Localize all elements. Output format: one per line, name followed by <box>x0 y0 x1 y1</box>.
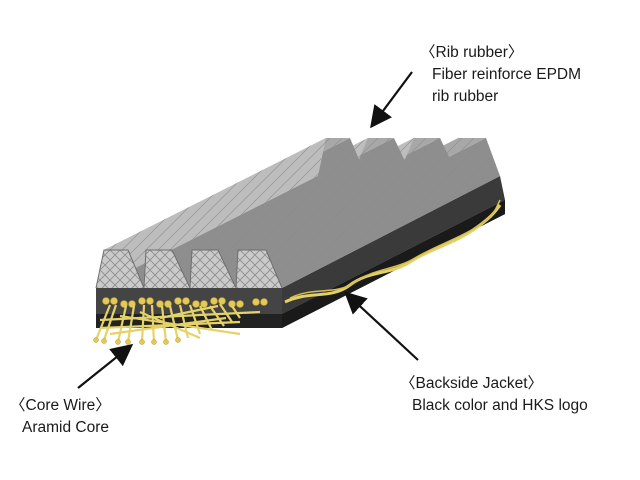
aramid-fiber-ends <box>93 337 181 345</box>
rib-arrow <box>370 71 413 129</box>
arrows <box>77 71 419 389</box>
rib-rubber-label: 〈Rib rubber〉 Fiber reinforce EPDM rib ru… <box>420 42 581 108</box>
core-wire-ends <box>102 297 268 308</box>
side-aramid-cords <box>284 199 502 304</box>
aramid-fibers <box>94 303 261 343</box>
core-wire-label: 〈Core Wire〉 Aramid Core <box>10 395 111 439</box>
core-wire-heading: 〈Core Wire〉 <box>10 397 111 414</box>
backside-jacket-heading: 〈Backside Jacket〉 <box>400 375 543 392</box>
rib-rubber <box>95 138 500 289</box>
jacket-arrow <box>344 291 419 361</box>
backside-jacket <box>96 200 505 328</box>
rib-rubber-line2: rib rubber <box>432 88 499 105</box>
core-wire-line1: Aramid Core <box>22 419 109 436</box>
rib-rubber-heading: 〈Rib rubber〉 <box>420 44 524 61</box>
backside-jacket-label: 〈Backside Jacket〉 Black color and HKS lo… <box>400 373 588 417</box>
rib-rubber-line1: Fiber reinforce EPDM <box>432 66 582 83</box>
core-arrow <box>77 343 134 389</box>
backside-jacket-line1: Black color and HKS logo <box>412 397 588 414</box>
